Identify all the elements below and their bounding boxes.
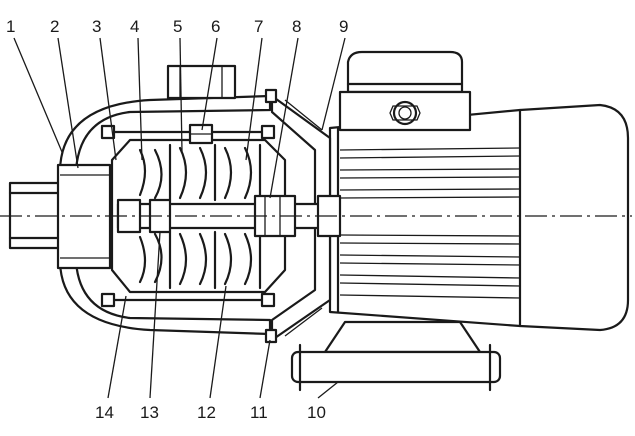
label-14: 14 [95,403,114,422]
top-labels: 1 2 3 4 5 6 7 8 9 [6,17,348,36]
bottom-labels: 14 13 12 11 10 [95,403,326,422]
mounting-foot-icon [290,320,502,392]
label-7: 7 [254,17,263,36]
label-9: 9 [339,17,348,36]
label-3: 3 [92,17,101,36]
label-12: 12 [197,403,216,422]
label-2: 2 [50,17,59,36]
motor-icon [328,103,630,332]
label-1: 1 [6,17,15,36]
label-6: 6 [211,17,220,36]
label-10: 10 [307,403,326,422]
label-4: 4 [130,17,139,36]
label-8: 8 [292,17,301,36]
label-5: 5 [173,17,182,36]
label-13: 13 [140,403,159,422]
leader-lines [13,37,346,399]
terminal-box-icon [338,50,472,132]
label-11: 11 [250,403,268,422]
